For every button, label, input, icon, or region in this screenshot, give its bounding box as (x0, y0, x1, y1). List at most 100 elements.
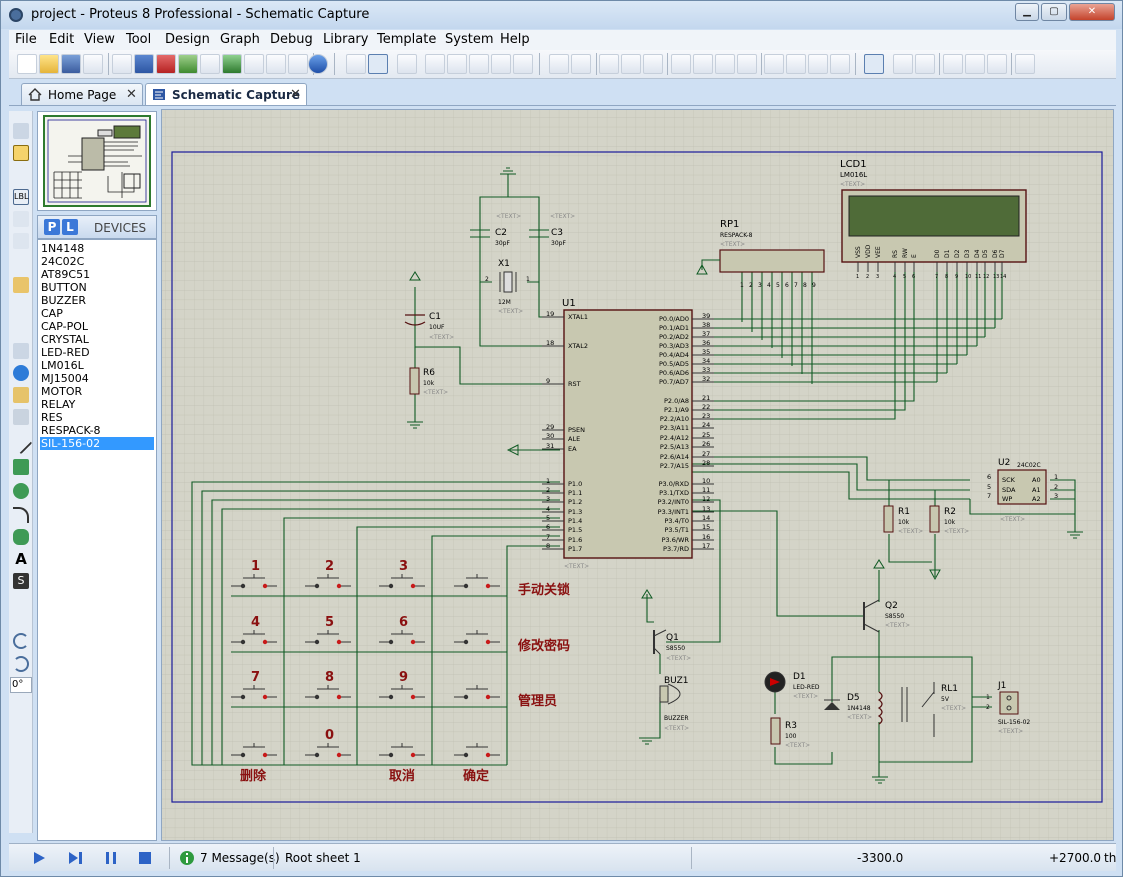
graph-mode-icon[interactable] (13, 321, 29, 337)
text-tool-icon[interactable]: A (15, 550, 27, 568)
wire-label-icon[interactable]: LBL (13, 189, 29, 205)
pick-device-button[interactable]: P (44, 219, 60, 235)
component-mode-icon[interactable] (13, 145, 29, 161)
grid-icon[interactable] (368, 54, 388, 74)
pan-icon[interactable] (425, 54, 445, 74)
subcircuit-icon[interactable] (13, 255, 29, 271)
capacitor-c3[interactable]: C3 30pF <TEXT> (529, 213, 575, 247)
tab-home-page[interactable]: Home Page ✕ (21, 83, 143, 105)
menu-help[interactable]: Help (500, 32, 530, 47)
block-rotate-icon[interactable] (715, 54, 735, 74)
resistor-r3[interactable]: R3 100 <TEXT> (770, 717, 810, 749)
device-item[interactable]: RES (41, 411, 63, 424)
block-move-icon[interactable] (693, 54, 713, 74)
cut-icon[interactable] (599, 54, 619, 74)
bus-icon[interactable] (13, 233, 29, 249)
led-d1[interactable]: D1 LED-RED <TEXT> (764, 671, 820, 700)
device-item[interactable]: CRYSTAL (41, 333, 89, 346)
new-file-icon[interactable] (17, 54, 37, 74)
schematic-icon[interactable] (134, 54, 154, 74)
make-device-icon[interactable] (786, 54, 806, 74)
device-item[interactable]: 1N4148 (41, 242, 85, 255)
pick-device-icon[interactable] (764, 54, 784, 74)
refresh-icon[interactable] (346, 54, 366, 74)
menu-graph[interactable]: Graph (220, 32, 260, 47)
diode-d5[interactable]: D5 1N4148 <TEXT> (824, 693, 872, 721)
buzzer-buz1[interactable]: BUZ1 BUZZER <TEXT> (639, 676, 689, 745)
flip-vertical-icon[interactable] (13, 725, 29, 741)
menu-debug[interactable]: Debug (270, 32, 313, 47)
device-item[interactable]: 24C02C (41, 255, 85, 268)
eeprom-u2[interactable]: U2 24C02C <TEXT> (997, 458, 1083, 539)
junction-dot-icon[interactable] (13, 167, 29, 183)
device-item[interactable]: MOTOR (41, 385, 83, 398)
overview-panel[interactable] (37, 111, 157, 211)
menu-edit[interactable]: Edit (49, 32, 75, 47)
arc-tool-icon[interactable] (13, 507, 29, 523)
maximize-button[interactable]: ▢ (1041, 3, 1067, 21)
device-item[interactable]: BUTTON (41, 281, 87, 294)
copy-icon[interactable] (621, 54, 641, 74)
menu-view[interactable]: View (84, 32, 115, 47)
capacitor-c2[interactable]: C2 30pF <TEXT> (470, 197, 521, 282)
design-rule-icon[interactable] (1015, 54, 1035, 74)
rotation-field[interactable]: 0° (10, 677, 32, 693)
bom-icon[interactable] (222, 54, 242, 74)
menu-design[interactable]: Design (165, 32, 210, 47)
exit-to-parent-icon[interactable] (987, 54, 1007, 74)
device-item-selected[interactable]: SIL-156-02 (40, 437, 154, 450)
selection-mode-icon[interactable] (13, 123, 29, 139)
tab-schematic-capture[interactable]: Schematic Capture ✕ (145, 83, 307, 105)
device-item[interactable]: BUZZER (41, 294, 87, 307)
device-item[interactable]: LM016L (41, 359, 84, 372)
flip-horizontal-icon[interactable] (13, 703, 29, 719)
menu-system[interactable]: System (445, 32, 494, 47)
device-pin-icon[interactable] (13, 299, 29, 315)
text-script-icon[interactable] (13, 211, 29, 227)
crystal-x1[interactable]: X1 12M <TEXT> 2 1 (485, 259, 530, 315)
undo-icon[interactable] (549, 54, 569, 74)
block-delete-icon[interactable] (737, 54, 757, 74)
resistor-pack-rp1[interactable]: RP1 RESPACK-8 <TEXT> (696, 219, 825, 275)
voltage-probe-icon[interactable] (13, 387, 29, 403)
symbol-tool-icon[interactable]: S (13, 573, 29, 589)
menu-file[interactable]: File (15, 32, 37, 47)
menu-library[interactable]: Library (323, 32, 369, 47)
menu-template[interactable]: Template (377, 32, 437, 47)
marker-tool-icon[interactable] (13, 595, 29, 611)
home-icon[interactable] (112, 54, 132, 74)
device-item[interactable]: LED-RED (41, 346, 90, 359)
gerber-icon[interactable] (178, 54, 198, 74)
import-icon[interactable] (83, 54, 103, 74)
open-folder-icon[interactable] (39, 54, 59, 74)
relay-rl1[interactable]: RL1 5V <TEXT> (872, 682, 966, 784)
stop-icon[interactable] (137, 850, 153, 866)
help-icon[interactable] (308, 54, 328, 74)
circle-tool-icon[interactable] (13, 483, 29, 499)
transistor-q1[interactable]: Q1 S8550 <TEXT> (641, 589, 691, 662)
wire-autorouter-icon[interactable] (864, 54, 884, 74)
source-code-icon[interactable] (244, 54, 264, 74)
zoom-area-icon[interactable] (513, 54, 533, 74)
lcd-module[interactable]: LCD1 LM016L <TEXT> (840, 159, 1027, 263)
resistor-r2[interactable]: R2 10k <TEXT> (929, 505, 969, 581)
redo-icon[interactable] (571, 54, 591, 74)
close-tab-icon[interactable]: ✕ (290, 87, 301, 102)
capacitor-c1[interactable]: C1 10UF <TEXT> (404, 271, 454, 341)
menu-tool[interactable]: Tool (126, 32, 152, 47)
play-icon[interactable] (31, 850, 47, 866)
3d-viewer-icon[interactable] (200, 54, 220, 74)
close-tab-icon[interactable]: ✕ (126, 87, 137, 102)
device-item[interactable]: AT89C51 (41, 268, 91, 281)
terminal-icon[interactable] (13, 277, 29, 293)
search-icon[interactable] (893, 54, 913, 74)
notes-icon[interactable] (288, 54, 308, 74)
microcontroller-u1[interactable]: U1 <TEXT> (562, 298, 693, 570)
block-copy-icon[interactable] (671, 54, 691, 74)
close-button[interactable]: ✕ (1069, 3, 1115, 21)
tape-recorder-icon[interactable] (13, 343, 29, 359)
device-item[interactable]: CAP-POL (41, 320, 88, 333)
origin-icon[interactable] (397, 54, 417, 74)
